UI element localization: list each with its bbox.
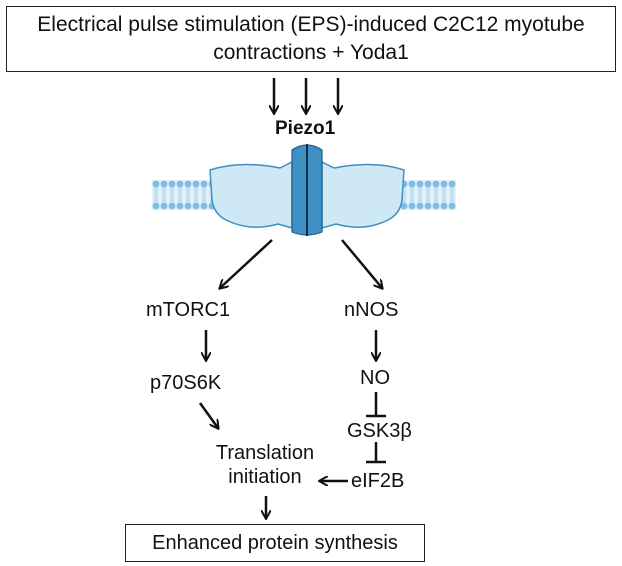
node-p70s6k: p70S6K (150, 372, 222, 394)
piezo1-label: Piezo1 (275, 118, 336, 139)
stimulus-text-line2: contractions + Yoda1 (213, 41, 409, 64)
stimulus-text-line1: Electrical pulse stimulation (EPS)-induc… (37, 13, 585, 36)
node-nnos: nNOS (344, 299, 399, 321)
inhibit-gsk3b-eif2b (366, 442, 386, 464)
translation-line2: initiation (228, 466, 302, 488)
node-gsk3b: GSK3β (347, 420, 412, 442)
node-no: NO (360, 367, 390, 389)
node-translation-initiation: Translation initiation (205, 441, 325, 489)
node-mtorc1: mTORC1 (146, 299, 231, 321)
translation-line1: Translation (215, 442, 315, 464)
input-arrows (274, 78, 338, 113)
arrow-p70s6k-to-translation (198, 402, 218, 428)
stimulus-box: Electrical pulse stimulation (EPS)-induc… (6, 6, 616, 72)
arrow-to-mtorc1 (220, 239, 273, 288)
outcome-box: Enhanced protein synthesis (125, 524, 425, 562)
piezo1-channel-icon (209, 144, 405, 236)
node-eif2b: eIF2B (351, 470, 405, 492)
outcome-text: Enhanced protein synthesis (152, 531, 398, 554)
inhibit-no-gsk3b (366, 392, 386, 418)
arrow-to-nnos (341, 239, 382, 288)
